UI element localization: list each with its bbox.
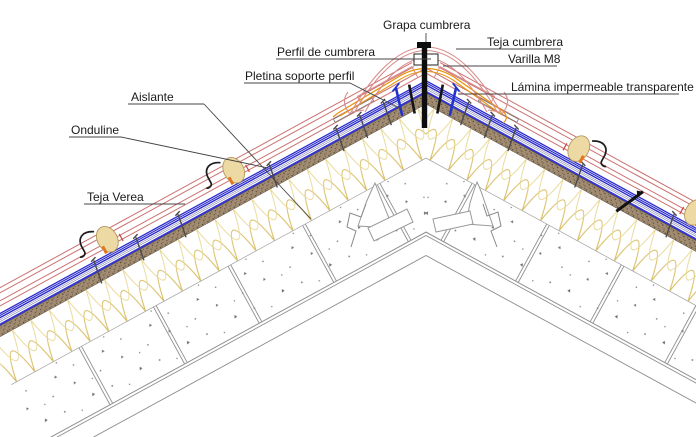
panel-step-left <box>346 203 367 248</box>
anchor-screw-arrow <box>615 190 644 213</box>
varilla-rod <box>421 46 428 128</box>
slab-centre-shapes <box>346 180 502 248</box>
label-pletina-soporte: Pletina soporte perfil <box>245 69 354 83</box>
panel-step-right <box>482 203 502 248</box>
label-teja-cumbrera: Teja cumbrera <box>487 35 563 49</box>
label-aislante: Aislante <box>131 90 174 104</box>
label-varilla-m8: Varilla M8 <box>508 52 561 66</box>
label-perfil-cumbrera: Perfil de cumbrera <box>277 45 375 59</box>
grapa-clamp-head <box>417 42 431 48</box>
label-grapa-cumbrera: Grapa cumbrera <box>383 18 471 32</box>
waterproof-membrane <box>332 67 507 124</box>
label-teja-verea: Teja Verea <box>87 190 144 204</box>
leader-aislante-2 <box>203 103 312 220</box>
block-left <box>367 208 414 242</box>
leader-onduline-2 <box>120 136 269 169</box>
label-lamina-impermeable: Lámina impermeable transparente <box>511 80 694 94</box>
block-right <box>432 210 474 233</box>
leader-lines <box>69 33 679 220</box>
label-onduline: Onduline <box>71 123 119 137</box>
ridge-assembly <box>332 42 509 128</box>
annotation-labels: Grapa cumbrera Perfil de cumbrera Pletin… <box>71 18 694 204</box>
right-roof-slope <box>426 52 696 437</box>
leader-pletina-2 <box>349 82 402 110</box>
